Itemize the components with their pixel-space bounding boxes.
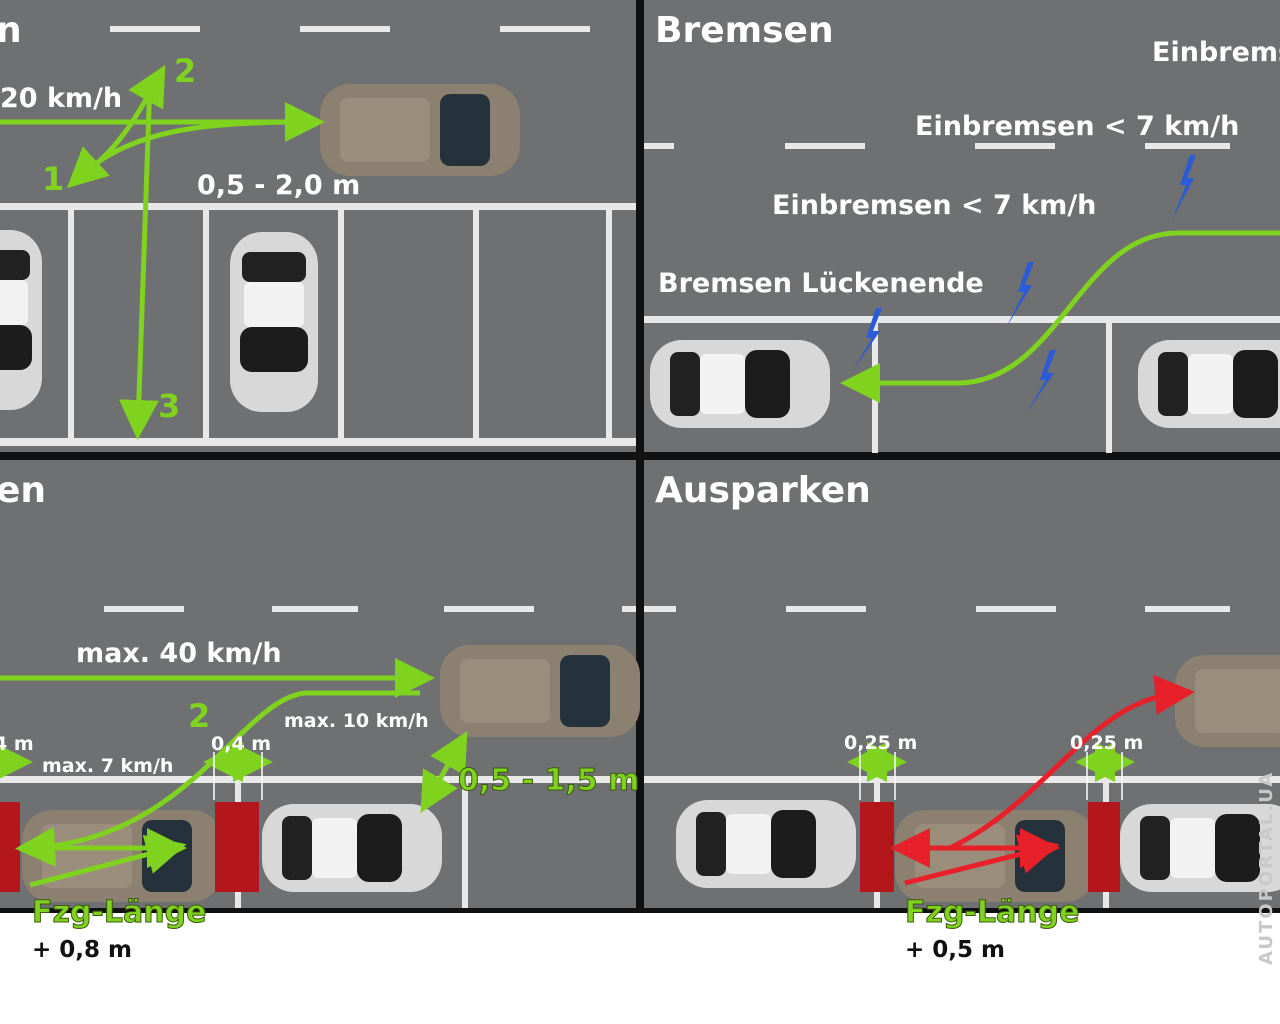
car-brown-bottom-right-leaving: [1175, 655, 1280, 747]
step-2-label-bottom: 2: [188, 697, 210, 735]
label-gap-left: 0,25 m: [844, 732, 917, 754]
car-brown-bottom-left-moving: [440, 645, 640, 737]
label-length-extra: + 0,8 m: [32, 937, 132, 963]
car-white-top-left-edge: [0, 230, 42, 410]
divider-bottom: [0, 908, 1280, 913]
label-length-extra-exit: + 0,5 m: [905, 937, 1005, 963]
panel-top-left: [0, 0, 636, 452]
label-bremsen-lueckenende: Bremsen Lückenende: [658, 268, 984, 299]
car-white-top-left-parked: [230, 232, 318, 412]
lightning-icon: [1026, 350, 1056, 414]
label-lateral-distance: 0,5 - 1,5 m: [458, 763, 639, 798]
car-white-bottom-right-left: [676, 800, 856, 888]
label-gap-0-4: 0,4 m: [211, 733, 271, 755]
buffer-zones: [0, 802, 1120, 892]
divider-horizontal: [0, 452, 1280, 460]
lane-markings: [0, 26, 1280, 908]
step-2-label: 2: [174, 52, 196, 90]
watermark: AUTOPORTAL.UA: [1256, 771, 1277, 965]
label-max-10: max. 10 km/h: [284, 710, 429, 732]
car-white-bottom-left: [262, 804, 442, 892]
label-max-40: max. 40 km/h: [76, 638, 282, 669]
lightning-icon: [1006, 262, 1034, 328]
step-3-label: 3: [158, 387, 180, 425]
label-gap-left-cut: 4 m: [0, 733, 34, 755]
label-speed: 20 km/h: [0, 83, 122, 114]
panel-title-bremsen: Bremsen: [655, 10, 834, 51]
car-brown-top-left: [320, 84, 520, 176]
label-vehicle-length: Fzg-Länge: [32, 895, 206, 930]
car-white-top-right-right: [1138, 340, 1280, 428]
title-fragment-bottom-left: en: [0, 470, 46, 511]
label-distance: 0,5 - 2,0 m: [197, 170, 360, 201]
lightning-icons: [852, 155, 1196, 414]
gap-guides: [213, 752, 1123, 800]
panel-title-ausparken: Ausparken: [655, 470, 871, 511]
label-einbremsen-cut: Einbrems: [1152, 37, 1280, 68]
step-1-label: 1: [42, 160, 64, 198]
car-brown-bottom-right-parked: [895, 810, 1095, 902]
car-white-top-right-left: [650, 340, 830, 428]
label-einbremsen-1: Einbremsen < 7 km/h: [915, 111, 1239, 142]
label-max-7: max. 7 km/h: [42, 755, 173, 777]
green-paths: [0, 64, 1280, 888]
label-gap-right: 0,25 m: [1070, 732, 1143, 754]
title-fragment-top-left: n: [0, 10, 22, 51]
label-vehicle-length-exit: Fzg-Länge: [905, 895, 1079, 930]
red-exit-path: [890, 675, 1195, 886]
label-einbremsen-2: Einbremsen < 7 km/h: [772, 190, 1096, 221]
lightning-icon: [852, 308, 882, 372]
